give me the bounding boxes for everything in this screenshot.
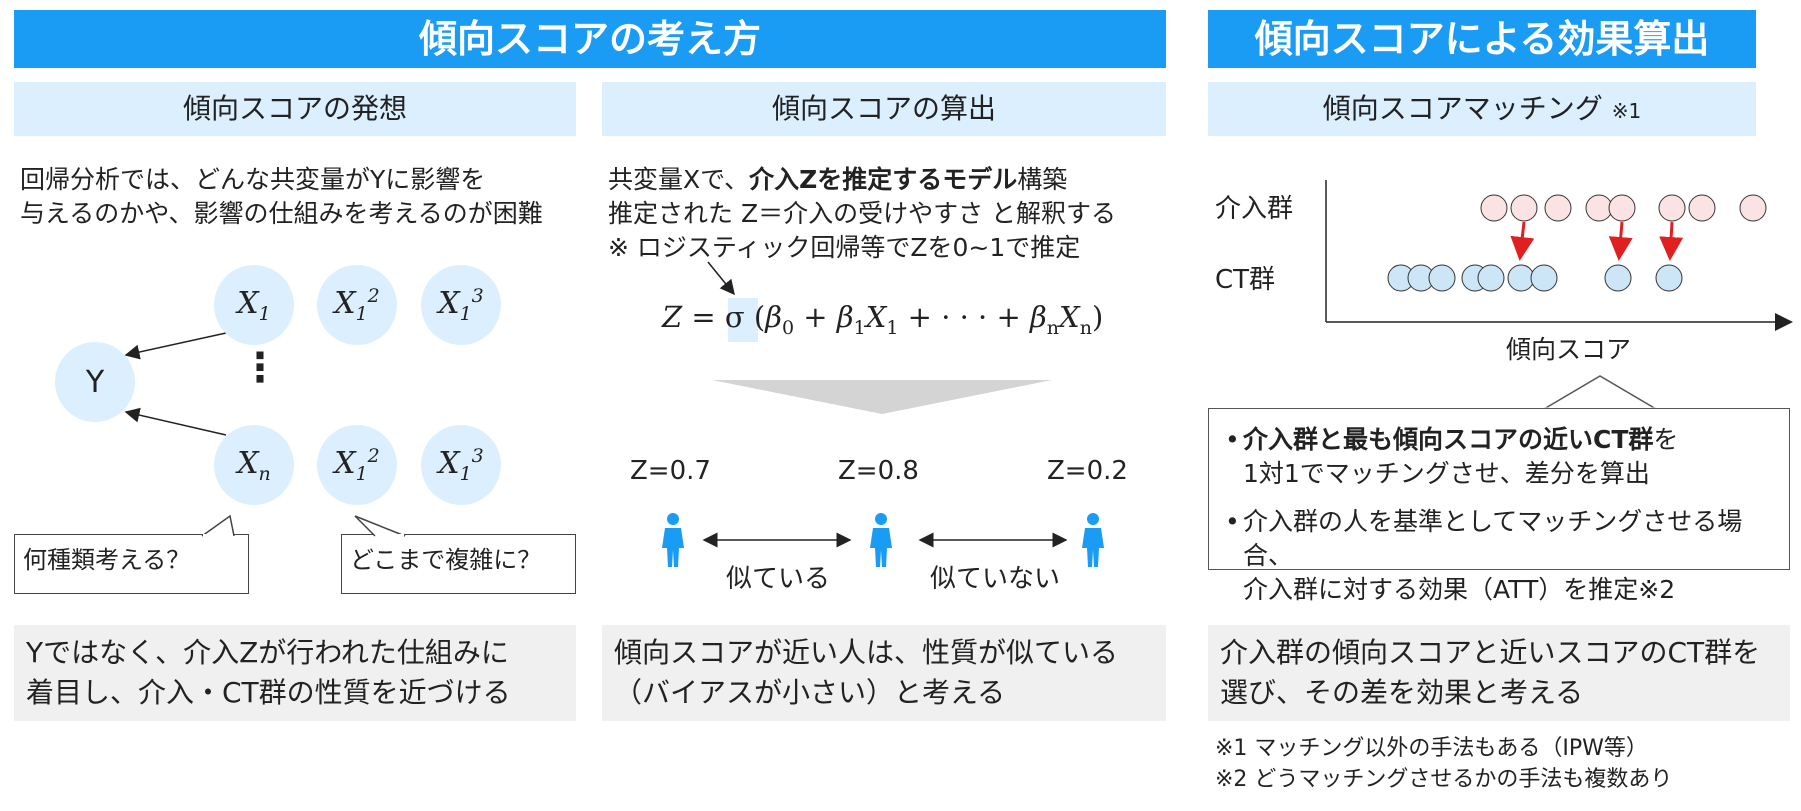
treated-point	[1608, 194, 1636, 222]
match-arrow	[1608, 221, 1633, 261]
panel2-summary: 傾向スコアが近い人は、性質が似ている （バイアスが小さい）と考える	[602, 625, 1166, 721]
control-point	[1507, 264, 1535, 292]
panel2-desc-line3: ※ ロジスティック回帰等でZを0~1で推定	[608, 233, 1081, 262]
panel1-arrows	[124, 332, 227, 436]
panel3-summary: 介入群の傾向スコアと近いスコアのCT群を 選び、その差を効果と考える	[1208, 625, 1790, 721]
sigma-highlight	[728, 298, 758, 342]
panel1-summary-line1: Yではなく、介入Zが行われた仕組みに	[26, 636, 509, 669]
treated-point	[1544, 194, 1572, 222]
double-arrows	[702, 532, 1068, 548]
vertical-dots: ⋮	[240, 345, 280, 391]
down-triangle	[712, 380, 1052, 414]
panel3-summary-line1: 介入群の傾向スコアと近いスコアのCT群を	[1220, 636, 1761, 669]
matching-arrows	[1510, 221, 1684, 261]
treated-point	[1688, 194, 1716, 222]
panel3-summary-line2: 選び、その差を効果と考える	[1220, 676, 1584, 709]
callout-how-many-tail	[201, 514, 235, 537]
panel2-summary-line2: （バイアスが小さい）と考える	[614, 676, 1006, 709]
footnote-2: ※2 どうマッチングさせるかの手法も複数あり	[1215, 767, 1673, 792]
control-point	[1530, 264, 1558, 292]
control-point	[1477, 264, 1505, 292]
xn-node: Xn	[214, 425, 294, 505]
z-value-2: Z=0.8	[838, 456, 919, 486]
y-node: Y	[55, 342, 135, 422]
panel2-title: 傾向スコアの算出	[602, 82, 1166, 136]
footnote-1: ※1 マッチング以外の手法もある（IPW等）	[1215, 736, 1648, 761]
not-similar-label: 似ていない	[930, 564, 1061, 594]
x1-to-y-arrow	[124, 332, 227, 360]
person-icon-3	[1082, 513, 1104, 567]
person-icon-1	[662, 513, 684, 567]
box-pointer	[1543, 375, 1657, 410]
control-points	[1387, 264, 1683, 292]
matching-plot	[1325, 180, 1793, 331]
treated-points	[1480, 194, 1767, 222]
x1-cubed-node-2: X13	[421, 425, 501, 505]
treated-point	[1510, 194, 1538, 222]
bullet-1: 介入群と最も傾向スコアの近いCT群を 1対1でマッチングさせ、差分を算出	[1225, 423, 1779, 491]
z-value-1: Z=0.7	[630, 456, 711, 486]
x1-squared-node-2: X12	[317, 425, 397, 505]
panel1-desc-line1: 回帰分析では、どんな共変量がYに影響を	[20, 165, 486, 194]
panel2-desc-line1: 共変量Xで、介入Zを推定するモデル構築	[608, 165, 1068, 194]
treated-group-label: 介入群	[1215, 194, 1294, 224]
left-section-title: 傾向スコアの考え方	[14, 10, 1166, 68]
control-point	[1428, 264, 1456, 292]
panel1-desc-line2: 与えるのかや、影響の仕組みを考えるのが困難	[20, 199, 543, 228]
similar-label: 似ている	[726, 564, 831, 594]
x1-cubed-node: X13	[421, 265, 501, 345]
callout-how-complex: どこまで複雑に？	[341, 534, 576, 594]
treated-point	[1739, 194, 1767, 222]
panel2-desc-line2: 推定された Z＝介入の受けやすさ と解釈する	[608, 199, 1117, 228]
panel1-summary-line2: 着目し、介入・CT群の性質を近づける	[26, 676, 511, 709]
bullet-2: 介入群の人を基準としてマッチングさせる場合、 介入群に対する効果（ATT）を推定…	[1225, 505, 1779, 607]
treated-point	[1585, 194, 1613, 222]
right-section-title: 傾向スコアによる効果算出	[1208, 10, 1756, 68]
x-axis-label: 傾向スコア	[1506, 335, 1632, 364]
matching-explanation-box: 介入群と最も傾向スコアの近いCT群を 1対1でマッチングさせ、差分を算出 介入群…	[1208, 408, 1790, 604]
treated-point	[1480, 194, 1508, 222]
control-point	[1655, 264, 1683, 292]
callout-how-many: 何種類考える？	[14, 534, 249, 594]
x1-node: X1	[214, 265, 294, 345]
panel1-title: 傾向スコアの発想	[14, 82, 576, 136]
callout-how-complex-tail	[354, 515, 406, 537]
match-arrow	[1510, 221, 1535, 261]
xn-to-y-arrow	[124, 407, 227, 436]
match-arrow	[1659, 221, 1684, 261]
z-value-3: Z=0.2	[1047, 456, 1128, 486]
x1-squared-node: X12	[317, 265, 397, 345]
ct-group-label: CT群	[1215, 265, 1276, 295]
sigma-pointer-arrow	[707, 261, 735, 296]
panel1-summary: Yではなく、介入Zが行われた仕組みに 着目し、介入・CT群の性質を近づける	[14, 625, 576, 721]
panel2-summary-line1: 傾向スコアが近い人は、性質が似ている	[614, 636, 1119, 669]
propensity-formula: Z = σ (β0 + β1X1 + · · · + βnXn)	[662, 300, 1104, 339]
person-icon-2	[870, 513, 892, 567]
treated-point	[1658, 194, 1686, 222]
control-point	[1604, 264, 1632, 292]
panel3-title: 傾向スコアマッチング ※1	[1208, 82, 1756, 136]
